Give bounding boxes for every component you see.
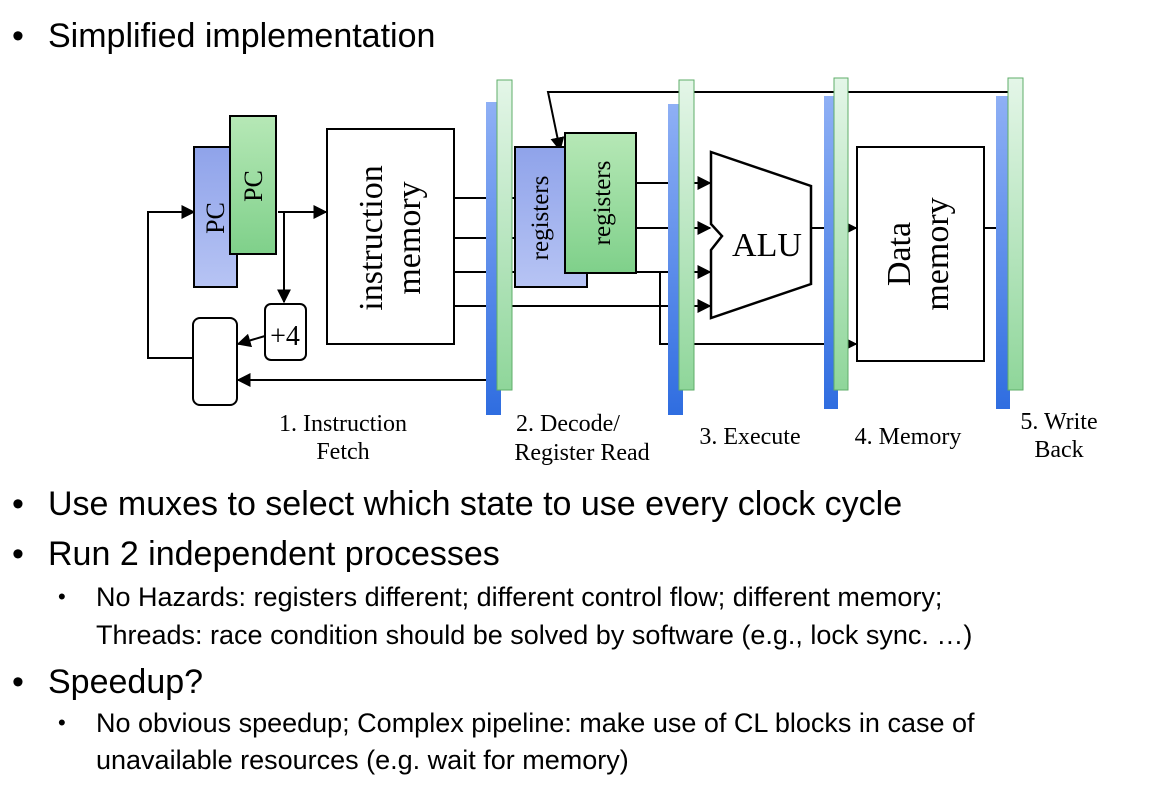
registers-front: [564, 132, 637, 274]
bullet-dot: •: [12, 535, 24, 573]
bullet-speedup: • Speedup?: [12, 662, 203, 702]
pipeline-register-4-green: [1007, 77, 1024, 391]
sub-bullet-threads: Threads: race condition should be solved…: [96, 620, 973, 650]
sub-bullet-no-hazards: • No Hazards: registers different; differ…: [58, 578, 942, 616]
pipeline-register-2-green: [678, 79, 695, 391]
bullet-text: Simplified implementation: [48, 17, 436, 55]
pipeline-register-1-green: [496, 79, 513, 391]
registers-back-label: registers: [527, 176, 554, 261]
stage3-label: 3. Execute: [699, 424, 800, 450]
plus4-label: +4: [270, 321, 300, 352]
instruction-memory: [326, 128, 455, 345]
stage1-label-line1: 1. Instruction: [279, 411, 407, 437]
sub-bullet-dot: •: [58, 710, 66, 735]
pc-front-register: [229, 115, 277, 255]
pipeline-diagram: PC PC +4 instruction memory registers re…: [147, 77, 1098, 466]
imem-label-line2: memory: [391, 181, 428, 294]
alu-shape: [709, 150, 813, 320]
bullet-text: Run 2 independent processes: [48, 535, 500, 573]
sub-bullet-text: No Hazards: registers different; differe…: [96, 582, 943, 612]
dmem-label-line1: Data: [881, 222, 918, 286]
pipeline-register-4-blue: [996, 96, 1010, 409]
pipeline-register-3-green: [833, 77, 849, 391]
bullet-text: Use muxes to select which state to use e…: [48, 485, 903, 523]
bullet-dot: •: [12, 485, 24, 523]
bullet-run-processes: • Run 2 independent processes: [12, 534, 500, 574]
sub-bullet-dot: •: [58, 584, 66, 609]
sub-bullet-text: No obvious speedup; Complex pipeline: ma…: [96, 708, 975, 738]
stage2-label-line1: 2. Decode/: [516, 411, 620, 437]
pc-mux: [192, 317, 238, 406]
bullet-use-muxes: • Use muxes to select which state to use …: [12, 484, 902, 524]
bullet-text: Speedup?: [48, 663, 204, 701]
plus4-adder: [264, 303, 307, 361]
stage5-label-line1: 5. Write: [1020, 409, 1097, 435]
imem-label-line1: instruction: [353, 165, 390, 310]
bullet-simplified-implementation: • Simplified implementation: [12, 16, 435, 56]
sub-bullet-no-speedup: • No obvious speedup; Complex pipeline: m…: [58, 704, 975, 742]
data-memory: [856, 146, 985, 362]
registers-front-label: registers: [589, 161, 616, 246]
stage5-label-line2: Back: [1034, 437, 1083, 463]
bullet-dot: •: [12, 663, 24, 701]
stage4-label: 4. Memory: [855, 424, 962, 450]
bullet-dot: •: [12, 17, 24, 55]
pc-front-label: PC: [239, 170, 268, 202]
sub-bullet-unavailable-resources: unavailable resources (e.g. wait for mem…: [96, 745, 629, 775]
alu-label: ALU: [732, 227, 802, 264]
stage1-label-line2: Fetch: [316, 439, 369, 465]
dmem-label-line2: memory: [919, 197, 956, 310]
stage2-label-line2: Register Read: [514, 440, 649, 466]
pc-back-label: PC: [201, 202, 230, 234]
